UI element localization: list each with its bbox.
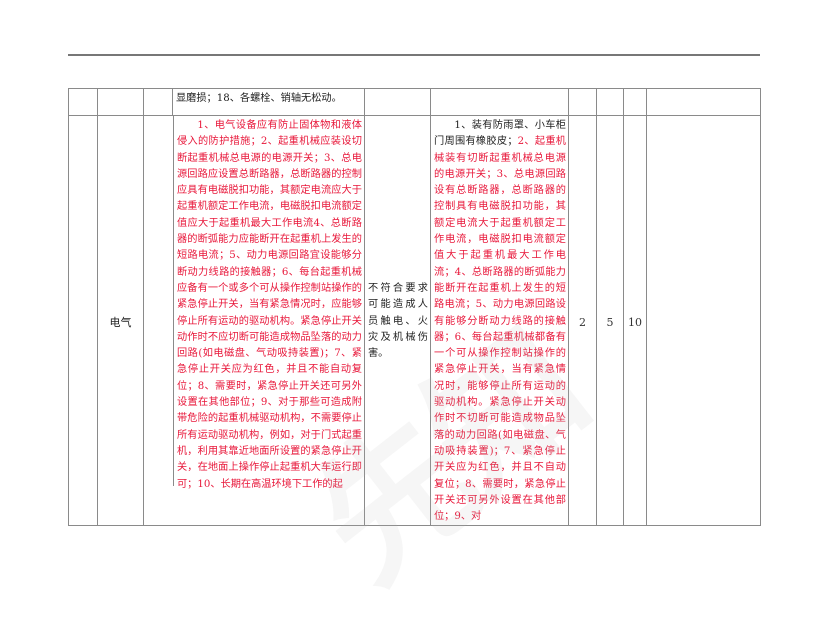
- cell-L: [568, 88, 597, 116]
- cell-E: 5: [596, 114, 624, 527]
- measures-red-text: 2、起重机械装有切断起重机械总电源的电源开关；3、总电源回路设有总断路器，总断路…: [434, 136, 566, 523]
- cell-index: [68, 114, 98, 527]
- measures-text: 1、装有防雨罩、小车柜门周围有橡胶皮；2、起重机械装有切断起重机械总电源的电源开…: [431, 116, 568, 525]
- cell-hazard: [364, 88, 431, 116]
- cell-index: [68, 88, 98, 116]
- cell-remarks: [646, 88, 761, 116]
- header-rule: [68, 54, 760, 56]
- cell-remarks: [646, 114, 761, 527]
- hazard-text: 不符合要求可能造成人员触电、火灾及机械伤害。: [368, 282, 428, 360]
- cell-measures: 1、装有防雨罩、小车柜门周围有橡胶皮；2、起重机械装有切断起重机械总电源的电源开…: [430, 114, 569, 527]
- cell-category: [97, 88, 144, 116]
- cell-requirement: 显磨损；18、各螺栓、销轴无松动。: [172, 88, 365, 116]
- requirement-text: 1、电气设备应有防止固体物和液体侵入的防护措施；2、起重机械应装设切断起重机械总…: [177, 120, 362, 490]
- cell-blank: [143, 88, 173, 116]
- cell-L: 2: [568, 114, 597, 527]
- cell-category: 电气: [97, 114, 144, 527]
- inspection-table: 显磨损；18、各螺栓、销轴无松动。 电气 1、电气设备应有防止固体物和液体侵入的…: [68, 88, 761, 527]
- cell-C: [623, 88, 647, 116]
- table-row: 显磨损；18、各螺栓、销轴无松动。: [68, 88, 761, 116]
- cell-E: [596, 88, 624, 116]
- cell-C: 10: [623, 114, 647, 527]
- consequence-value: 10: [628, 316, 642, 330]
- requirement-continuation-text: 显磨损；18、各螺栓、销轴无松动。: [176, 93, 342, 104]
- table-row: 电气 1、电气设备应有防止固体物和液体侵入的防护措施；2、起重机械应装设切断起重…: [68, 114, 761, 527]
- category-label: 电气: [109, 316, 132, 330]
- exposure-value: 5: [606, 316, 614, 330]
- cell-hazard: 不符合要求可能造成人员触电、火灾及机械伤害。: [364, 114, 431, 527]
- measures-black-text: 1、装有防雨罩、小车柜门周围有橡胶皮；: [434, 120, 566, 148]
- likelihood-value: 2: [579, 316, 586, 330]
- cell-measures: [430, 88, 569, 116]
- cell-requirement: 1、电气设备应有防止固体物和液体侵入的防护措施；2、起重机械应装设切断起重机械总…: [143, 114, 365, 527]
